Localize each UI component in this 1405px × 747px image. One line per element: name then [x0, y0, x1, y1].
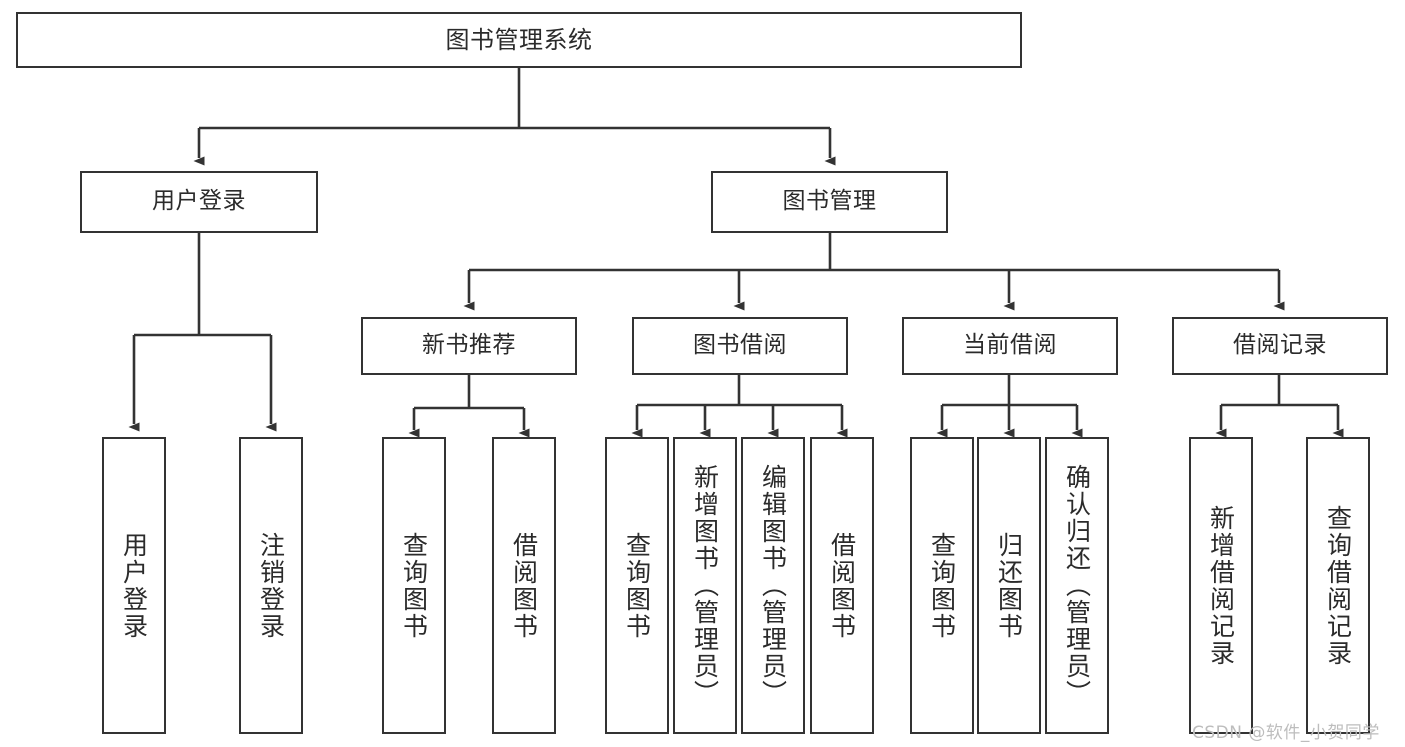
node-user-login[interactable]: 用户登录: [80, 171, 318, 233]
node-label: 查询图书: [927, 531, 957, 640]
node-label: 图书管理系统: [445, 25, 593, 54]
node-label: 新增图书（管理员）: [690, 464, 720, 707]
leaf-add-borrowing-record[interactable]: 新增借阅记录: [1189, 437, 1253, 734]
node-label: 查询图书: [399, 531, 429, 640]
node-book-borrowing[interactable]: 图书借阅: [632, 317, 848, 375]
node-label: 图书借阅: [693, 332, 787, 359]
node-root-book-management-system[interactable]: 图书管理系统: [16, 12, 1022, 68]
node-label: 注销登录: [256, 531, 286, 640]
leaf-edit-book-admin[interactable]: 编辑图书（管理员）: [741, 437, 805, 734]
node-label: 当前借阅: [963, 332, 1057, 359]
node-borrowing-record[interactable]: 借阅记录: [1172, 317, 1388, 375]
leaf-query-borrowing-record[interactable]: 查询借阅记录: [1306, 437, 1370, 734]
leaf-user-login[interactable]: 用户登录: [102, 437, 166, 734]
leaf-logout[interactable]: 注销登录: [239, 437, 303, 734]
leaf-borrow-book-borrowing[interactable]: 借阅图书: [810, 437, 874, 734]
node-label: 归还图书: [994, 531, 1024, 640]
node-label: 新书推荐: [422, 332, 516, 359]
node-label: 图书管理: [782, 188, 877, 215]
node-label: 查询借阅记录: [1323, 504, 1353, 667]
leaf-add-book-admin[interactable]: 新增图书（管理员）: [673, 437, 737, 734]
node-label: 借阅图书: [509, 531, 539, 640]
node-current-borrowing[interactable]: 当前借阅: [902, 317, 1118, 375]
node-label: 用户登录: [119, 531, 149, 640]
leaf-confirm-return-admin[interactable]: 确认归还（管理员）: [1045, 437, 1109, 734]
csdn-watermark: CSDN @软件_小贺同学: [1192, 723, 1380, 743]
node-label: 查询图书: [622, 531, 652, 640]
leaf-borrow-book-recommendation[interactable]: 借阅图书: [492, 437, 556, 734]
node-label: 借阅图书: [827, 531, 857, 640]
node-book-management[interactable]: 图书管理: [711, 171, 948, 233]
node-label: 用户登录: [152, 188, 246, 215]
leaf-return-book[interactable]: 归还图书: [977, 437, 1041, 734]
leaf-query-book-current[interactable]: 查询图书: [910, 437, 974, 734]
node-label: 借阅记录: [1233, 332, 1327, 359]
leaf-query-book-borrowing[interactable]: 查询图书: [605, 437, 669, 734]
node-new-book-recommendation[interactable]: 新书推荐: [361, 317, 577, 375]
node-label: 确认归还（管理员）: [1062, 464, 1092, 707]
node-label: 编辑图书（管理员）: [758, 464, 788, 707]
leaf-query-book-recommendation[interactable]: 查询图书: [382, 437, 446, 734]
node-label: 新增借阅记录: [1206, 504, 1236, 667]
